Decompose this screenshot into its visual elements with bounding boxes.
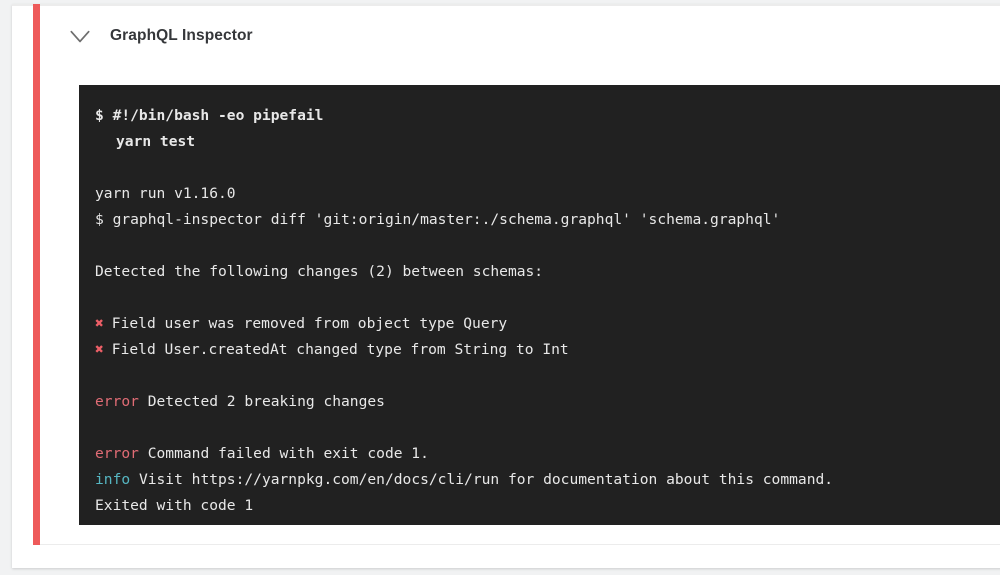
console-line (95, 285, 1000, 311)
job-status-rail (33, 4, 40, 545)
build-job-card: GraphQL Inspector $ #!/bin/bash -eo pipe… (12, 4, 1000, 568)
console-line: $ #!/bin/bash -eo pipefail (95, 103, 1000, 129)
console-line-tag-error: error (95, 393, 139, 410)
chevron-down-icon[interactable] (67, 23, 93, 49)
console-line: $ graphql-inspector diff 'git:origin/mas… (95, 207, 1000, 233)
console-line (95, 233, 1000, 259)
console-line: error Detected 2 breaking changes (95, 389, 1000, 415)
console-line-text: Exited with code 1 (95, 497, 254, 514)
console-line-text: $ #!/bin/bash -eo pipefail (95, 107, 324, 124)
console-line-tag-error: error (95, 445, 139, 462)
console-line-text: $ graphql-inspector diff 'git:origin/mas… (95, 211, 781, 228)
console-line-text: yarn test (116, 133, 196, 150)
console-line: error Command failed with exit code 1. (95, 441, 1000, 467)
console-line-text: Visit https://yarnpkg.com/en/docs/cli/ru… (130, 471, 834, 488)
console-line-tag-info: info (95, 471, 131, 488)
console-lines: $ #!/bin/bash -eo pipefail yarn test yarn… (95, 103, 1000, 519)
job-block: GraphQL Inspector $ #!/bin/bash -eo pipe… (40, 6, 1000, 568)
console-line: ✖ Field user was removed from object type… (95, 311, 1000, 337)
console-line-text: Field User.createdAt changed type from S… (111, 341, 569, 358)
console-line (95, 155, 1000, 181)
console-line: ✖ Field User.createdAt changed type from … (95, 337, 1000, 363)
console-line-text: yarn run v1.16.0 (95, 185, 236, 202)
console-line-text: Detected 2 breaking changes (138, 393, 385, 410)
console-line (95, 415, 1000, 441)
breaking-change-icon: ✖ (95, 341, 104, 358)
console-line: Detected the following changes (2) betwe… (95, 259, 1000, 285)
console-line: Exited with code 1 (95, 493, 1000, 519)
breaking-change-icon: ✖ (95, 315, 104, 332)
console-line: info Visit https://yarnpkg.com/en/docs/c… (95, 467, 1000, 493)
console-line-text: Command failed with exit code 1. (138, 445, 429, 462)
console-line (95, 363, 1000, 389)
console-output[interactable]: $ #!/bin/bash -eo pipefail yarn test yarn… (79, 85, 1000, 525)
card-bottom-divider (40, 544, 1000, 545)
job-title: GraphQL Inspector (110, 27, 253, 44)
console-line-text: Detected the following changes (2) betwe… (95, 263, 544, 280)
card-top-divider (12, 4, 1000, 6)
console-line: yarn test (95, 129, 1000, 155)
console-line: yarn run v1.16.0 (95, 181, 1000, 207)
job-header[interactable]: GraphQL Inspector (40, 6, 1000, 66)
console-line-text: Field user was removed from object type … (111, 315, 508, 332)
